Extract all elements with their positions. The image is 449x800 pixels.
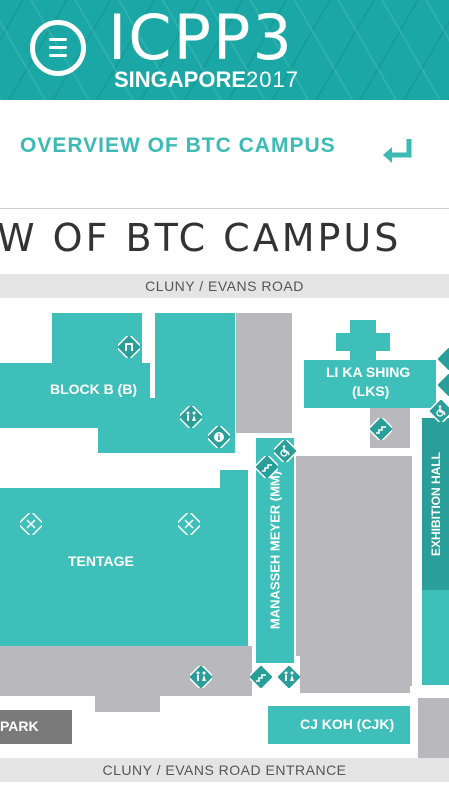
app-header: ICPP3 SINGAPORE2017: [0, 0, 449, 100]
brand-logo-subtext: SINGAPORE2017: [114, 68, 299, 92]
gray-building: [400, 456, 412, 686]
map-pin-icon: [438, 348, 449, 370]
map-pin-icon: [438, 374, 449, 396]
road-top-label: CLUNY / EVANS ROAD: [0, 274, 449, 298]
stairs-icon: [250, 666, 272, 688]
cj-koh-building[interactable]: [268, 706, 410, 744]
menu-button[interactable]: [30, 20, 86, 76]
exhibition-hall-label: EXHIBITION HALL: [429, 452, 443, 556]
lks-label-line1: LI KA SHING: [326, 364, 411, 380]
map-top-border: [0, 208, 449, 209]
campus-map[interactable]: EW OF BTC CAMPUS CLUNY / EVANS ROAD BLOC…: [0, 208, 449, 800]
manasseh-meyer-label: MANASSEH MEYER (MM): [267, 470, 283, 630]
lks-cross: [336, 333, 390, 351]
exhibition-hall-building[interactable]: [422, 418, 449, 590]
menu-icon-line: [49, 38, 67, 41]
central-gray-building: [296, 456, 400, 656]
gray-building: [236, 313, 292, 433]
tentage-area: [220, 470, 248, 510]
restroom-icon: [190, 666, 212, 688]
brand-logo-text: ICPP3: [108, 1, 294, 74]
wheelchair-icon: [430, 400, 449, 422]
page-title: OVERVIEW OF BTC CAMPUS: [20, 134, 336, 157]
stairs-icon: [256, 456, 278, 478]
restroom-icon: [278, 666, 300, 688]
map-heading: EW OF BTC CAMPUS: [0, 216, 402, 260]
brand-location: SINGAPORE: [114, 67, 247, 92]
gray-building: [95, 678, 160, 712]
tentage-area[interactable]: [0, 488, 248, 648]
gray-building: [418, 698, 449, 758]
block-b-label: BLOCK B (B): [50, 381, 138, 397]
menu-icon-line: [49, 54, 67, 57]
park-area[interactable]: [0, 710, 72, 744]
li-ka-shing-building[interactable]: [304, 360, 436, 408]
info-icon: [208, 426, 230, 448]
wheelchair-icon: [274, 440, 296, 462]
park-label: PARK: [0, 718, 39, 734]
brand-year: 2017: [246, 67, 299, 92]
stairs-icon: [370, 418, 392, 440]
restroom-icon: [180, 406, 202, 428]
lks-label-line2: (LKS): [352, 383, 390, 399]
exhibition-hall-building: [422, 590, 449, 685]
close-icon: [20, 513, 42, 535]
gray-building: [300, 653, 410, 693]
menu-icon-line: [49, 46, 67, 49]
close-icon: [178, 513, 200, 535]
cj-koh-label: CJ KOH (CJK): [300, 716, 395, 732]
gate-icon: [118, 336, 140, 358]
tentage-label: TENTAGE: [68, 553, 134, 569]
road-bottom-label: CLUNY / EVANS ROAD ENTRANCE: [0, 758, 449, 782]
back-arrow-icon[interactable]: [380, 136, 414, 166]
